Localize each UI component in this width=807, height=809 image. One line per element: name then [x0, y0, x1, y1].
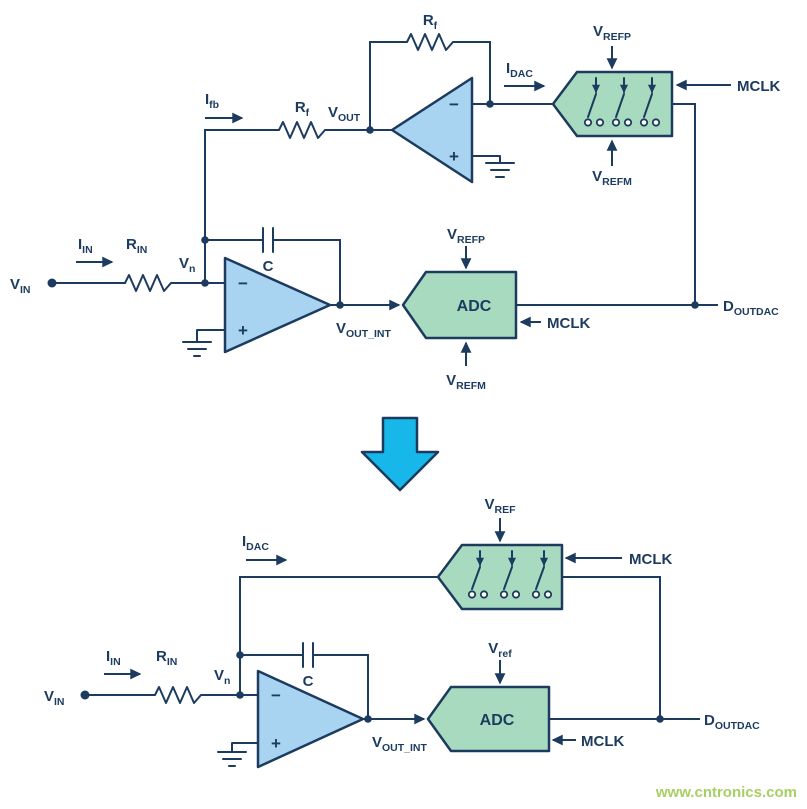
adc-block: [401, 270, 518, 340]
label-dac-vrefm: VREFM: [592, 168, 632, 188]
junction-dot: [336, 301, 344, 309]
dac-switch: [611, 77, 633, 127]
resistor-rin: [154, 686, 202, 704]
ground-symbol: [471, 155, 515, 178]
label-dac-vrefp: VREFP: [593, 23, 631, 43]
adc-block: [426, 685, 551, 753]
label-dac-mclk: MCLK: [629, 551, 672, 568]
label-cap: C: [303, 673, 314, 690]
opamp-plus-sign: +: [238, 321, 248, 340]
capacitor: [302, 642, 314, 668]
label-vout: VOUT: [328, 104, 361, 124]
opamp-plus-sign: +: [271, 734, 281, 753]
opamp-minus-sign: −: [449, 95, 459, 114]
label-vn: Vn: [179, 255, 195, 275]
switch-lever: [643, 93, 653, 118]
label-adc-mclk: MCLK: [581, 733, 624, 750]
opamp-plus-sign: +: [449, 147, 459, 166]
feedback-buffer-opamp: [390, 76, 474, 184]
input-node: [80, 690, 90, 700]
resistor-rf-feedback: [406, 33, 454, 51]
junction-dot: [201, 236, 209, 244]
switch-lever: [587, 93, 597, 118]
label-adc-mclk: MCLK: [547, 315, 590, 332]
vn-node: [236, 691, 244, 699]
label-dac-vref: VREF: [484, 496, 516, 516]
resistor-rf-series: [278, 121, 326, 139]
dac-switch: [639, 77, 661, 127]
opamp-minus-sign: −: [238, 274, 248, 293]
switch-contact: [623, 118, 633, 127]
switch-contact: [639, 118, 649, 127]
switch-contact: [511, 590, 521, 599]
integrator-opamp: [223, 256, 332, 354]
label-vin: VIN: [44, 688, 65, 708]
label-iin: IIN: [106, 648, 121, 668]
switch-contact: [611, 118, 621, 127]
junction-dot: [486, 100, 494, 108]
ground-symbol: [182, 329, 226, 357]
label-rin: RIN: [126, 236, 147, 256]
switch-contact: [531, 590, 541, 599]
adc-label: ADC: [457, 298, 492, 315]
junction-dot: [656, 715, 664, 723]
bottom-circuit: − + ADC: [44, 496, 760, 769]
label-vin: VIN: [10, 276, 31, 296]
switch-contact: [595, 118, 605, 127]
label-cap: C: [263, 258, 274, 275]
vout-node: [366, 126, 374, 134]
integrator-opamp: [256, 669, 365, 769]
label-vout-int: VOUT_INT: [372, 734, 428, 754]
label-idac: IDAC: [242, 533, 269, 553]
switch-lever: [615, 93, 625, 118]
vn-node: [201, 279, 209, 287]
junction-dot: [691, 301, 699, 309]
switch-contact: [479, 590, 489, 599]
label-vout-int: VOUT_INT: [336, 320, 392, 340]
label-ifb: Ifb: [205, 91, 219, 111]
label-iin: IIN: [78, 236, 93, 256]
switch-lever: [503, 566, 513, 590]
label-dac-mclk: MCLK: [737, 78, 780, 95]
switch-lever: [535, 566, 545, 590]
ground-symbol: [217, 742, 259, 767]
resistor-rin: [124, 274, 172, 292]
capacitor: [262, 227, 274, 253]
label-adc-vrefp: VREFP: [447, 226, 485, 246]
switch-contact: [499, 590, 509, 599]
junction-dot: [364, 715, 372, 723]
label-adc-vrefm: VREFM: [446, 372, 486, 392]
dac-switch: [531, 550, 553, 599]
switch-contact: [651, 118, 661, 127]
transform-down-arrow-icon: [360, 416, 440, 492]
switch-contact: [467, 590, 477, 599]
label-idac: IDAC: [506, 60, 533, 80]
dac-switch: [583, 77, 605, 127]
wires: [52, 41, 718, 306]
switch-contact: [543, 590, 553, 599]
switch-contact: [583, 118, 593, 127]
label-doutdac: DOUTDAC: [723, 298, 779, 318]
label-rf-feedback: Rf: [423, 12, 438, 32]
top-circuit: − + − + ADC: [10, 12, 780, 392]
dac-switch: [467, 550, 489, 599]
label-rf-series: Rf: [295, 99, 310, 119]
label-rin: RIN: [156, 648, 177, 668]
opamp-minus-sign: −: [271, 686, 281, 705]
switch-lever: [471, 566, 481, 590]
dac-block: [551, 70, 674, 138]
watermark-text: www.cntronics.com: [655, 784, 797, 801]
junction-dot: [236, 651, 244, 659]
label-adc-vref: Vref: [488, 640, 512, 660]
dac-switch: [499, 550, 521, 599]
label-doutdac: DOUTDAC: [704, 712, 760, 732]
input-node: [47, 278, 57, 288]
adc-label: ADC: [480, 712, 515, 729]
label-vn: Vn: [214, 667, 230, 687]
